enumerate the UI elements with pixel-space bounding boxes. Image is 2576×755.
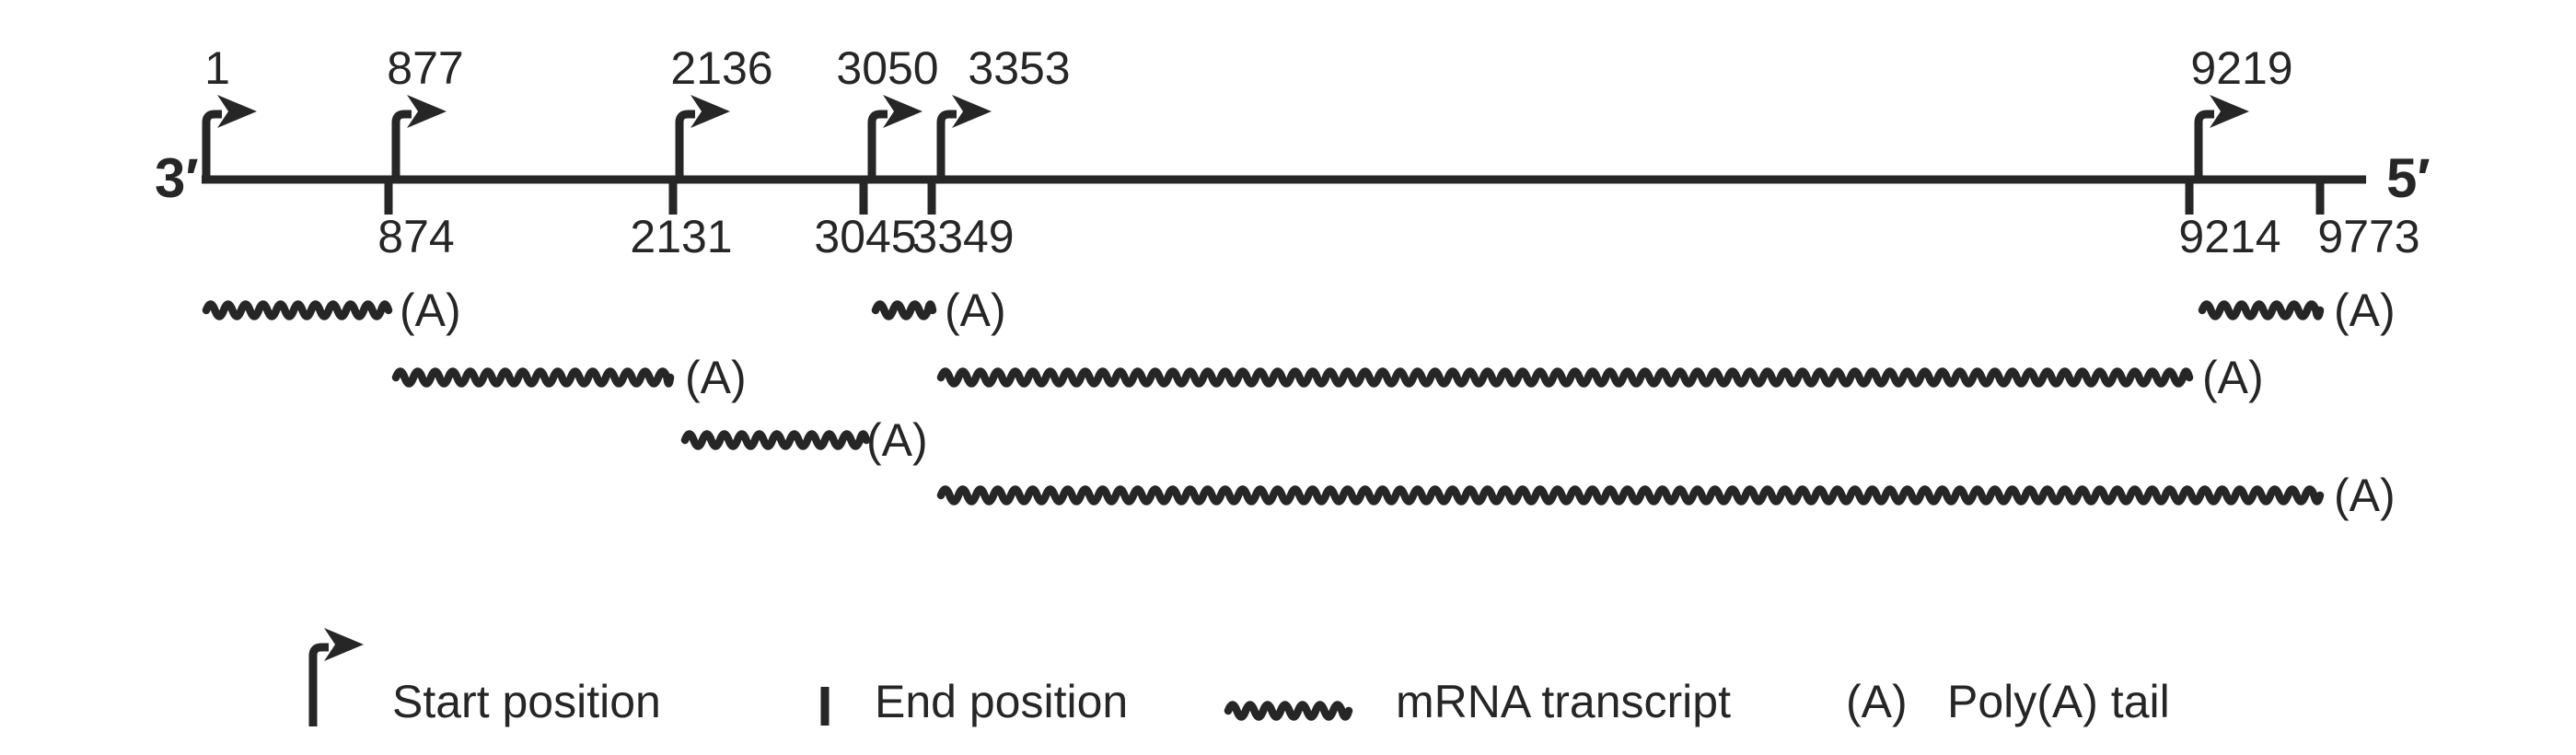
mrna-transcript-wave xyxy=(680,430,871,450)
polya-tail-label: (A) xyxy=(945,285,1006,336)
legend-end-bar-icon xyxy=(820,687,830,726)
start-position-label: 3353 xyxy=(968,42,1071,94)
start-position-marker xyxy=(675,95,730,183)
mrna-transcript-wave xyxy=(202,300,393,320)
mrna-transcript-wave xyxy=(936,485,2325,505)
mrna-transcript-wave xyxy=(871,300,937,320)
polya-tail-label: (A) xyxy=(400,285,461,336)
end-position-label: 3349 xyxy=(911,211,1015,262)
legend-label-mrna-transcript: mRNA transcript xyxy=(1396,676,1731,727)
start-position-marker xyxy=(867,95,922,183)
end-position-label: 874 xyxy=(377,211,455,262)
start-position-marker xyxy=(391,95,447,183)
polya-tail-label: (A) xyxy=(2334,470,2396,521)
legend-wave-icon xyxy=(1224,701,1353,721)
end-position-label: 3045 xyxy=(814,211,917,262)
polya-tail-label: (A) xyxy=(685,352,747,403)
legend-start-arrow-icon xyxy=(308,628,364,726)
start-position-marker xyxy=(2194,95,2249,183)
three-prime-end-label: 3′ xyxy=(155,147,199,209)
mrna-transcript-wave xyxy=(2198,300,2325,320)
legend-label-start-position: Start position xyxy=(392,676,661,727)
start-position-label: 1 xyxy=(204,42,230,94)
polya-tail-label: (A) xyxy=(2334,285,2396,336)
mrna-transcript-wave xyxy=(391,367,675,388)
five-prime-end-label: 5′ xyxy=(2386,147,2431,209)
polya-tail-label: (A) xyxy=(2202,352,2264,403)
mrna-transcript-wave xyxy=(936,367,2194,388)
legend-polya-symbol: (A) xyxy=(1846,676,1908,727)
legend-label-end-position: End position xyxy=(875,676,1129,727)
end-position-label: 9773 xyxy=(2317,211,2420,262)
start-position-marker xyxy=(936,95,992,183)
polya-tail-label: (A) xyxy=(866,414,928,466)
end-position-label: 2131 xyxy=(630,211,733,262)
legend-label-polya-tail: Poly(A) tail xyxy=(1947,676,2170,727)
start-position-label: 3050 xyxy=(836,42,939,94)
end-position-label: 9214 xyxy=(2178,211,2281,262)
start-position-marker xyxy=(202,95,257,183)
start-position-label: 877 xyxy=(387,42,464,94)
start-position-label: 9219 xyxy=(2190,42,2293,94)
start-position-label: 2136 xyxy=(670,42,773,94)
